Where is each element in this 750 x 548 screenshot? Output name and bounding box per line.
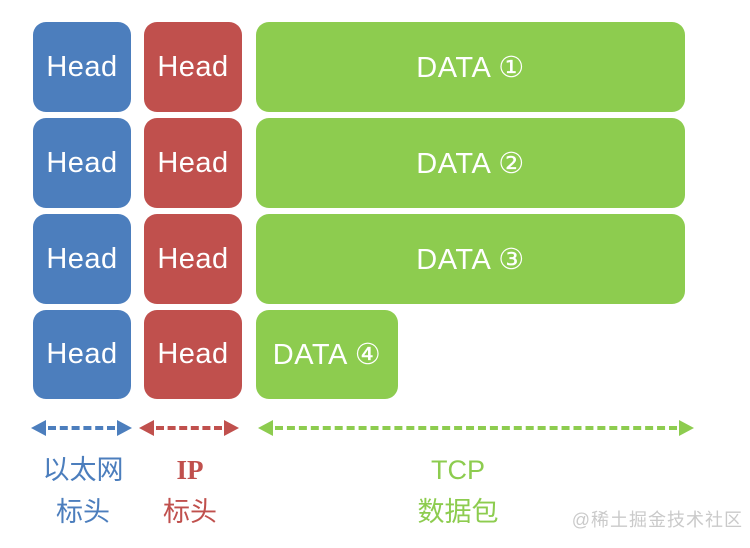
tcp-packet-label: TCP 数据包 (358, 449, 558, 533)
legend-line: 标头 (56, 497, 110, 527)
arrow-left-head-icon (258, 420, 273, 436)
arrow-left-head-icon (31, 420, 46, 436)
arrow-dashed-shaft (48, 426, 115, 430)
tcp-data-box-2: DATA ② (256, 118, 685, 208)
tcp-width-arrow (258, 419, 694, 437)
ip-head-box-4: Head (144, 310, 242, 399)
ip-head-box-3: Head (144, 214, 242, 304)
ip-head-box-1: Head (144, 22, 242, 112)
arrow-dashed-shaft (156, 426, 222, 430)
arrow-left-head-icon (139, 420, 154, 436)
tcp-data-box-4: DATA ④ (256, 310, 398, 399)
ethernet-head-box-3: Head (33, 214, 131, 304)
arrow-right-head-icon (117, 420, 132, 436)
ethernet-header-label: 以太网 标头 (23, 449, 143, 533)
legend-line: TCP (431, 455, 485, 485)
ip-width-arrow (139, 419, 239, 437)
ip-head-box-2: Head (144, 118, 242, 208)
legend-line: 数据包 (417, 497, 499, 527)
arrow-right-head-icon (224, 420, 239, 436)
tcp-data-box-3: DATA ③ (256, 214, 685, 304)
arrow-dashed-shaft (275, 426, 677, 430)
ip-header-label: IP 标头 (140, 449, 240, 533)
legend-line: 以太网 (42, 455, 124, 485)
ethernet-head-box-1: Head (33, 22, 131, 112)
arrow-right-head-icon (679, 420, 694, 436)
ethernet-head-box-4: Head (33, 310, 131, 399)
legend-line: 标头 (163, 497, 217, 527)
legend-line: IP (176, 455, 204, 485)
tcp-data-box-1: DATA ① (256, 22, 685, 112)
ethernet-width-arrow (31, 419, 132, 437)
ethernet-head-box-2: Head (33, 118, 131, 208)
watermark: @稀土掘金技术社区 (571, 510, 743, 530)
